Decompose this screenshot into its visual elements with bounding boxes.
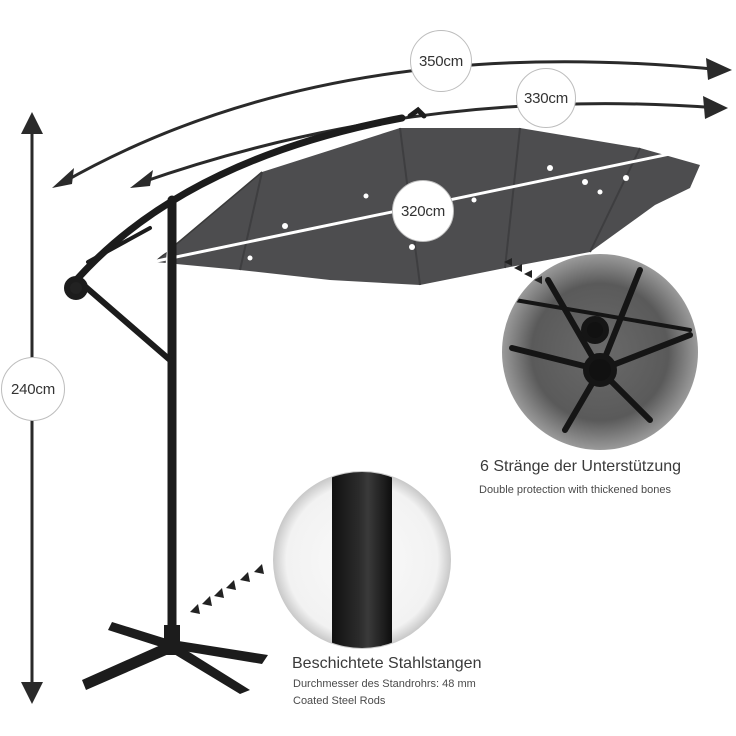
ribs-detail-image (502, 254, 698, 450)
pole-pointer-arrow (190, 564, 264, 614)
ribs-caption-subtitle: Double protection with thickened bones (479, 484, 672, 496)
dimension-label-240: 240cm (1, 357, 65, 421)
pole-detail-image (273, 471, 451, 649)
dimension-arrow-350 (52, 58, 732, 188)
dimension-label-350: 350cm (410, 30, 472, 92)
umbrella-frame (64, 106, 427, 645)
dimension-label-320: 320cm (392, 180, 454, 242)
pole-caption-line2: Coated Steel Rods (293, 695, 386, 707)
pole-caption-title: Beschichtete Stahlstangen (292, 655, 482, 672)
ribs-pointer-arrow (504, 258, 542, 284)
umbrella-base (82, 622, 268, 694)
ribs-caption-title: 6 Stränge der Unterstützung (480, 458, 682, 475)
dimension-label-330: 330cm (516, 68, 576, 128)
pole-caption-line1: Durchmesser des Standrohrs: 48 mm (293, 678, 476, 690)
